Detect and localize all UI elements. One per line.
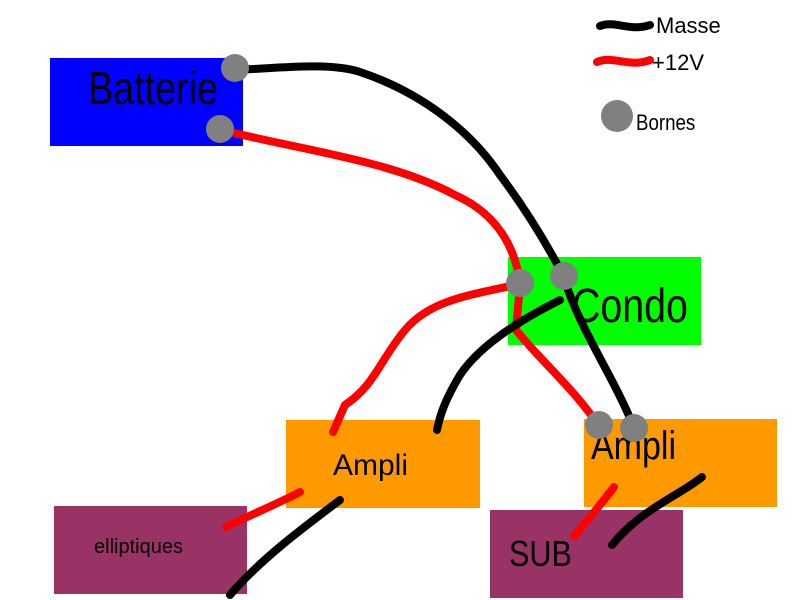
- condo-box: [508, 257, 701, 345]
- legend-ground-label: Masse: [656, 13, 721, 38]
- ampli-left-label: Ampli: [333, 449, 408, 482]
- legend-terminal-label: Bornes: [636, 112, 695, 136]
- wire-ground-ampli-left-elliptiques: [226, 496, 344, 599]
- terminal-condo-ground: [550, 262, 578, 290]
- wire-positive-batterie-condo: [218, 126, 524, 286]
- wire-positive-ampli-right-sub: [570, 483, 618, 540]
- legend-positive-label: +12V: [652, 50, 704, 75]
- terminal-ampli-right-positive: [585, 411, 613, 439]
- wire-positive-condo-ampli-right: [512, 280, 602, 429]
- elliptiques-box: [54, 506, 247, 594]
- wire-ground-ampli-right-sub: [608, 473, 706, 549]
- legend-ground-swatch: [596, 20, 654, 32]
- terminal-batterie-positive: [206, 115, 234, 143]
- sub-label: SUB: [509, 535, 572, 575]
- terminal-batterie-ground: [221, 54, 249, 82]
- elliptiques-label: elliptiques: [94, 536, 183, 558]
- terminal-ampli-right-ground: [620, 414, 648, 442]
- wire-ground-condo-ampli-left: [433, 296, 564, 434]
- terminal-condo-positive: [506, 269, 534, 297]
- wire-ground-batterie-condo: [231, 62, 568, 281]
- wire-ground-condo-ampli-right: [560, 274, 637, 429]
- condo-label: Condo: [572, 279, 688, 333]
- legend: Masse +12V Bornes: [593, 13, 721, 136]
- ampli-left-box: [286, 420, 480, 508]
- wire-positive-condo-ampli-left: [329, 280, 524, 436]
- batterie-label: Batterie: [88, 62, 218, 113]
- wire-positive-ampli-left-elliptiques: [222, 488, 304, 531]
- legend-positive-swatch: [593, 55, 654, 67]
- legend-terminal-swatch: [601, 100, 633, 132]
